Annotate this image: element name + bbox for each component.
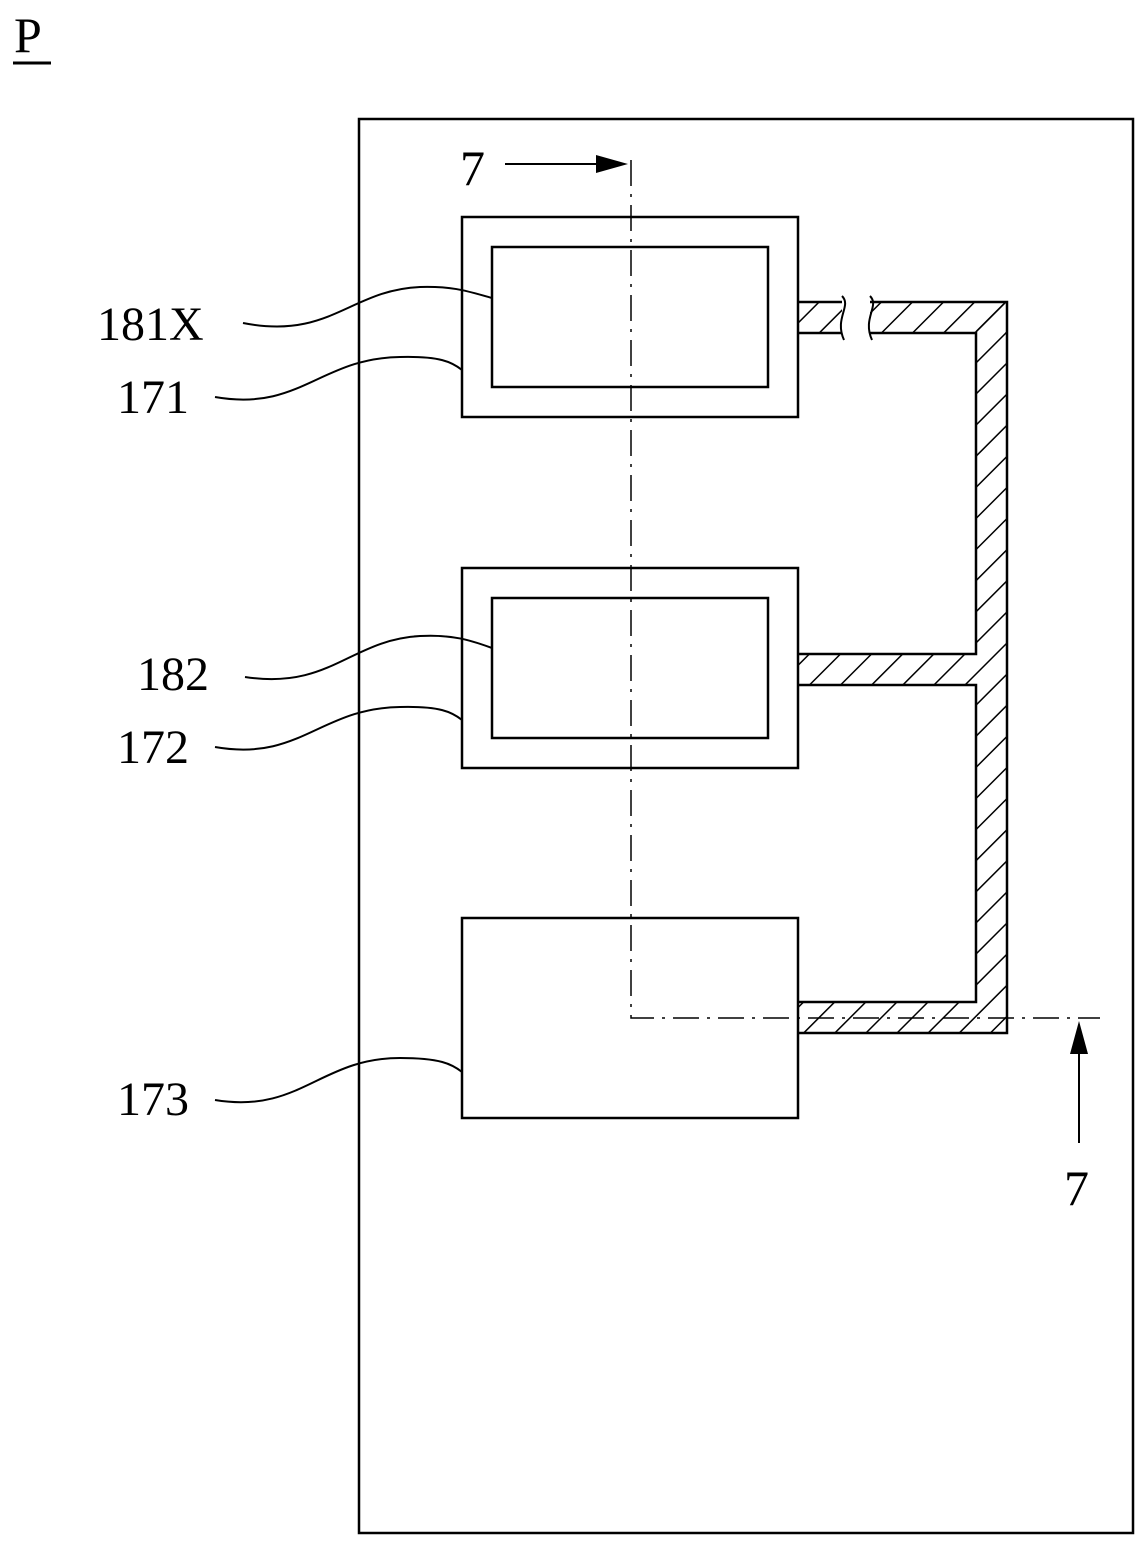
label-171: 171 bbox=[117, 371, 189, 424]
outer-panel bbox=[359, 119, 1133, 1533]
leader-173 bbox=[215, 1058, 462, 1102]
hatched-conductor bbox=[798, 302, 1007, 1033]
inner-block-181X bbox=[492, 247, 768, 387]
inner-block-182 bbox=[492, 598, 768, 738]
leader-lines bbox=[215, 287, 492, 1102]
section-line bbox=[631, 160, 1100, 1018]
section-arrow-top bbox=[505, 155, 628, 173]
leader-182 bbox=[245, 636, 492, 679]
label-181X: 181X bbox=[97, 298, 204, 351]
leader-181X bbox=[243, 287, 492, 327]
leader-171 bbox=[215, 357, 462, 400]
break-symbol bbox=[841, 296, 873, 340]
label-182: 182 bbox=[137, 648, 209, 701]
leader-172 bbox=[215, 707, 462, 750]
section-mark-top: 7 bbox=[460, 140, 485, 196]
block-173 bbox=[462, 918, 798, 1118]
label-173: 173 bbox=[117, 1073, 189, 1126]
section-mark-bottom: 7 bbox=[1064, 1160, 1089, 1216]
figure-title: P bbox=[14, 7, 42, 63]
section-arrow-bottom bbox=[1070, 1021, 1088, 1143]
label-172: 172 bbox=[117, 721, 189, 774]
